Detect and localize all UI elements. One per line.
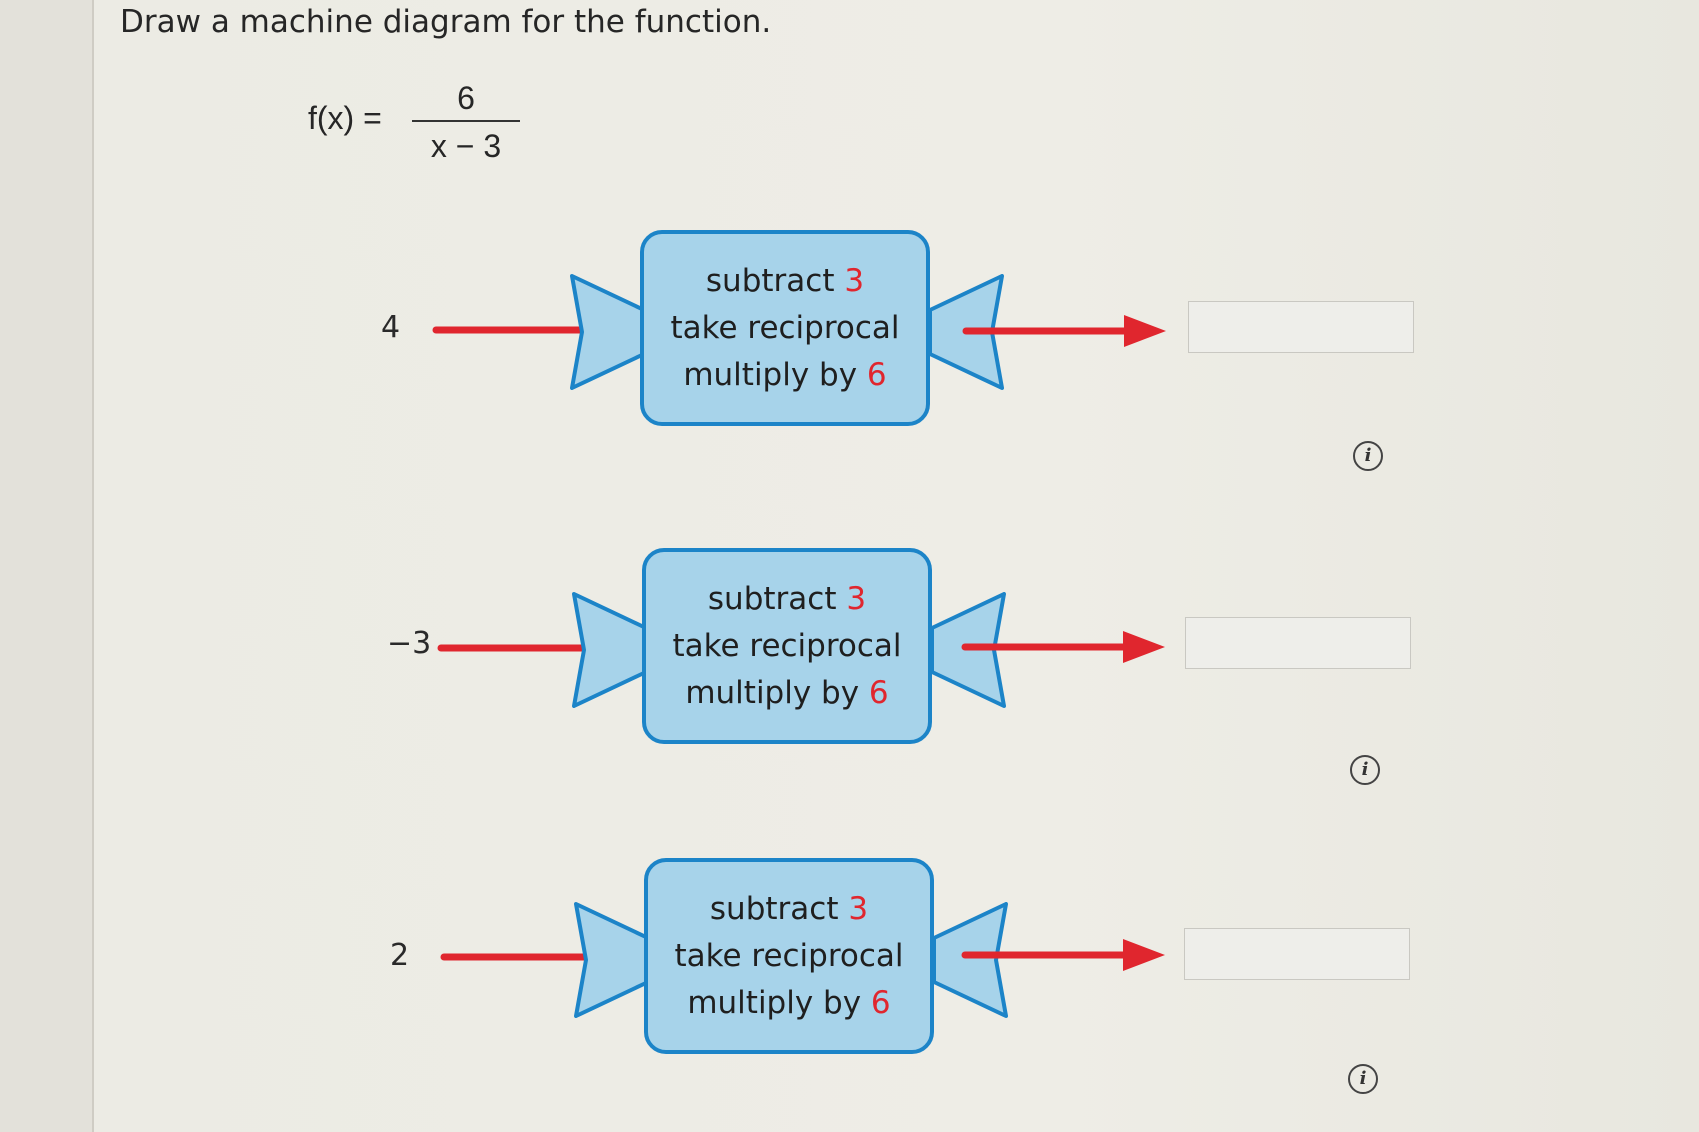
machine-1-output-arrow	[962, 315, 1166, 347]
machine-2-step-1: subtract 3	[707, 580, 867, 617]
machine-3-step-1: subtract 3	[709, 890, 869, 927]
machine-2-info-icon[interactable]: i	[1350, 755, 1380, 785]
formula-lhs: f(x) =	[308, 100, 382, 136]
machine-2-input: −3	[387, 626, 432, 661]
machine-1-body: subtract 3 take reciprocal multiply by 6	[640, 230, 930, 426]
machine-3-body: subtract 3 take reciprocal multiply by 6	[644, 858, 934, 1054]
machine-2-output-arrow	[961, 631, 1165, 663]
machine-3-intake-funnel	[574, 902, 650, 1018]
machine-3: subtract 3 take reciprocal multiply by 6	[574, 858, 1008, 1058]
machine-2-answer-box[interactable]	[1185, 617, 1411, 669]
machine-1-input: 4	[381, 310, 401, 345]
question-prompt: Draw a machine diagram for the function.	[120, 4, 772, 40]
machine-2: subtract 3 take reciprocal multiply by 6	[572, 548, 1006, 748]
machine-3-output-funnel	[932, 902, 1008, 1018]
machine-3-input: 2	[390, 938, 410, 973]
machine-1-step-3: multiply by 6	[683, 356, 887, 393]
formula-numerator: 6	[457, 80, 475, 116]
machine-2-intake-funnel	[572, 592, 648, 708]
machine-3-answer-box[interactable]	[1184, 928, 1410, 980]
left-gutter	[0, 0, 94, 1132]
machine-1: subtract 3 take reciprocal multiply by 6	[570, 230, 1004, 430]
machine-1-step-1: subtract 3	[705, 262, 865, 299]
machine-2-step-2: take reciprocal	[672, 627, 902, 664]
formula-fraction: 6 x − 3	[412, 78, 520, 166]
formula-denominator: x − 3	[430, 128, 502, 164]
machine-1-step-2: take reciprocal	[670, 309, 900, 346]
machine-3-step-2: take reciprocal	[674, 937, 904, 974]
machine-2-step-3: multiply by 6	[685, 674, 889, 711]
machine-1-answer-box[interactable]	[1188, 301, 1414, 353]
machine-3-info-icon[interactable]: i	[1348, 1064, 1378, 1094]
machine-3-output-arrow	[961, 939, 1165, 971]
machine-3-step-3: multiply by 6	[687, 984, 891, 1021]
machine-1-intake-funnel	[570, 274, 646, 390]
machine-2-body: subtract 3 take reciprocal multiply by 6	[642, 548, 932, 744]
fraction-bar	[412, 120, 520, 122]
machine-1-info-icon[interactable]: i	[1353, 441, 1383, 471]
